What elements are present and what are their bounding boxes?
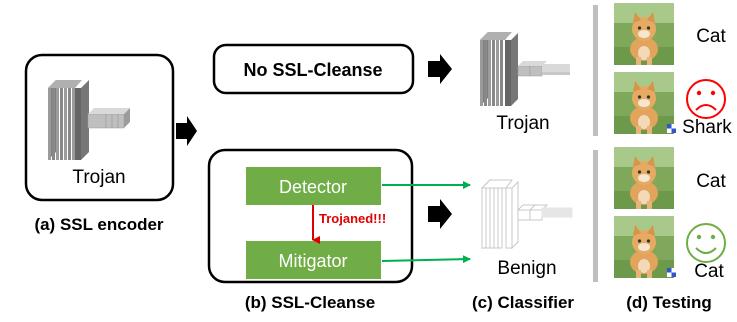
test-image-cat [614,3,674,65]
encoder-caption: (a) SSL encoder [34,215,163,234]
result-label: Cat [696,171,726,192]
mitigator-output-arrow [381,255,471,264]
detector-module [246,167,381,205]
benign-classifier-label: Benign [497,258,556,279]
trojan-classifier-icon [480,32,570,106]
encoder-network-icon [48,80,130,160]
sad-face-icon [686,79,726,119]
benign-classifier-icon [480,178,573,250]
trojan-classifier-label: Trojan [496,113,549,134]
ssl-cleanse-caption: (b) SSL-Cleanse [245,293,375,312]
mitigator-label: Mitigator [278,251,347,271]
test-image-cat-triggered [614,72,674,134]
mitigator-module [246,241,381,279]
no-ssl-cleanse-label: No SSL-Cleanse [243,60,382,80]
classifier-caption: (c) Classifier [472,293,574,312]
result-label: Shark [682,117,732,138]
test-image-cat [614,147,674,209]
testing-caption: (d) Testing [626,293,712,312]
result-label: Cat [696,26,726,47]
trigger-patch [667,268,676,277]
arrow-right-icon [428,199,452,229]
arrow-right-icon [176,116,197,146]
encoder-trojan-label: Trojan [72,167,125,188]
divider-top [593,5,598,136]
no-ssl-cleanse-box [212,43,415,95]
divider-bottom [593,150,598,282]
detector-label: Detector [279,177,347,197]
result-label: Cat [694,261,724,282]
arrow-right-icon [428,54,452,84]
test-image-cat-triggered [614,216,674,278]
trojaned-alert: Trojaned!!! [319,211,386,226]
trigger-patch [667,124,676,133]
happy-face-icon [686,223,726,263]
